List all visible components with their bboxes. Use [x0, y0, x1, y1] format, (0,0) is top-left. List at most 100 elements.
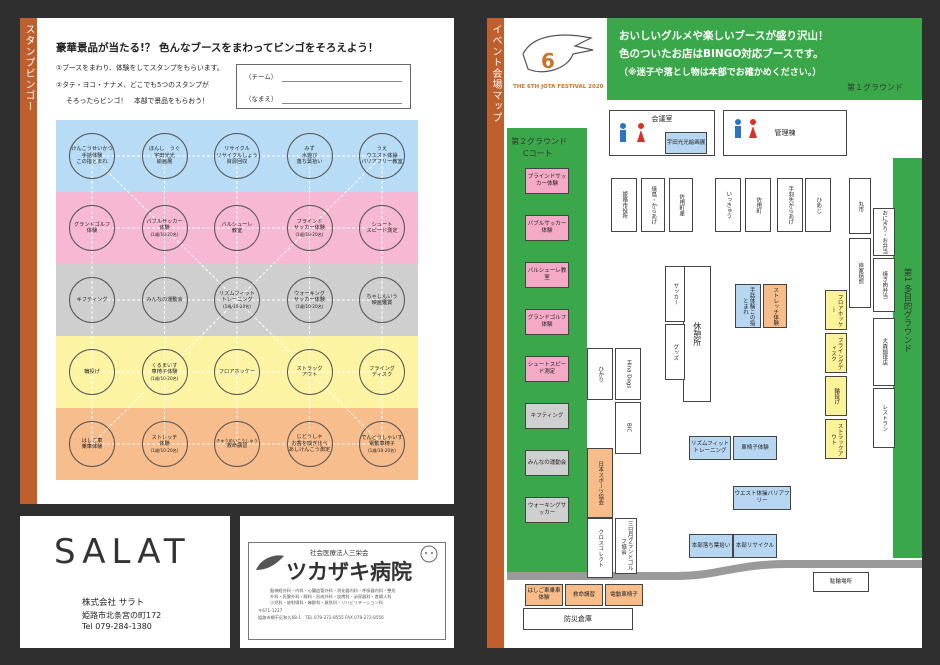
tsukazaki-name: ツカザキ病院: [286, 560, 412, 584]
bingo-cell[interactable]: ウォーキングサッカー体験(1歳/10-20名): [286, 277, 333, 323]
bingo-cell[interactable]: はしご車乗車体験: [69, 421, 115, 467]
bingo-side-label: スタンプビンゴー: [23, 24, 34, 112]
bingo-cell[interactable]: ブラインドサッカー体験(1歳/10-20名): [286, 205, 333, 251]
map-booth[interactable]: ひかり: [587, 348, 613, 400]
map-booth[interactable]: 手話体験この指とまれ: [735, 284, 761, 328]
bingo-cell[interactable]: みんなの運動会: [141, 277, 188, 323]
bingo-cell[interactable]: じどうしゃお香を嗅ぎ比べあしけんこう測定: [286, 421, 333, 467]
map-booth[interactable]: ウエスト体操バリアフリー: [733, 486, 791, 510]
bingo-cell[interactable]: リズムフィットトレーニング(1歳/10-20名): [214, 277, 260, 323]
team-name-box[interactable]: （チーム） （なまえ）: [236, 64, 411, 109]
map-booth[interactable]: ひめじ: [805, 178, 831, 232]
tsukazaki-zip: 〒671-1227: [258, 608, 283, 613]
bingo-cell-text: トレーニング: [221, 297, 253, 304]
rest-area: 休憩所: [683, 266, 711, 402]
map-booth[interactable]: フライングディスク: [825, 333, 847, 373]
restroom-icon: [620, 123, 645, 142]
bingo-cell[interactable]: でんどうしゃいす電動車椅子(1歳/10-20名): [359, 421, 405, 467]
map-booth[interactable]: フロアホッケー: [825, 290, 847, 330]
bingo-cell[interactable]: バルシューレ教室: [214, 205, 260, 251]
bingo-cell[interactable]: フロアホッケー: [214, 349, 260, 395]
salat-address: 姫路市北条宮の町172: [82, 611, 162, 620]
bingo-cell-text: ちゃしんいう: [366, 293, 398, 300]
bingo-cell-text: バルシューレ: [221, 221, 253, 228]
map-booth[interactable]: 手羽先からあげ: [777, 178, 803, 232]
bingo-cell-text: 体験: [159, 441, 170, 448]
map-booth[interactable]: ストレッチ体験: [763, 284, 787, 328]
map-booth[interactable]: リズムフィットトレーニング: [689, 436, 731, 460]
meeting-room-label: 会議室: [651, 115, 673, 123]
bingo-cell-text: 体験: [86, 228, 98, 234]
map-booth[interactable]: Hina Dogs: [615, 348, 641, 400]
bingo-cell-text: リサイクルしょう: [216, 152, 258, 159]
map-booth[interactable]: 丸市: [849, 178, 871, 234]
stamp-bingo-sheet: スタンプビンゴー 豪華景品が当たる!？ 色んなブースをまわってビンゴをそろえよう…: [20, 18, 454, 504]
header-line-2: 色のついたお店はBINGO対応ブースです。: [619, 48, 824, 60]
map-booth[interactable]: 佐用町産: [669, 178, 693, 232]
bingo-cell[interactable]: ちゃしんいう映画鑑賞: [359, 277, 405, 323]
bingo-cell[interactable]: ほんし うぐ宇田光光絵画展: [141, 133, 188, 179]
map-booth[interactable]: 宇田光光絵画展: [665, 132, 707, 154]
bingo-cell[interactable]: ストラックアウト: [286, 349, 333, 395]
bingo-cell-text: ウエスト体操: [366, 152, 398, 159]
map-booth[interactable]: レストラン: [873, 388, 895, 448]
map-booth[interactable]: ストラックアウト: [825, 419, 847, 459]
bingo-instruction-1: ①ブースをまわり、体験をしてスタンプをもらいます。: [56, 64, 224, 72]
map-booth[interactable]: 電動車椅子: [605, 584, 643, 606]
map-booth[interactable]: おにぎり・お弁当: [873, 208, 895, 256]
bingo-cell[interactable]: ストレッチ体験(1歳/10-20名): [141, 421, 188, 467]
map-booth[interactable]: みんなの運動会: [525, 450, 569, 476]
bingo-cell[interactable]: うえウエスト体操バリアフリー教室: [359, 133, 405, 179]
map-booth[interactable]: ブラインドサッカー体験: [525, 168, 569, 194]
map-booth[interactable]: シュートスピード測定: [525, 356, 569, 382]
bingo-cell[interactable]: 輪投げ: [69, 349, 115, 395]
bingo-cell-text: 水遊び: [301, 152, 318, 159]
map-booth[interactable]: ウォーキングサッカー: [525, 497, 569, 523]
tsukazaki-advert: 社会医療法人三栄会 ツカザキ病院 脳神経外科・内科・心臓血管外科・消化器内科・呼…: [240, 516, 454, 648]
map-booth[interactable]: はしご車乗車体験: [525, 584, 563, 606]
bingo-cell-text: サッカー体験: [293, 225, 326, 232]
bingo-cell[interactable]: みず水遊び落ち葉拾い: [286, 133, 333, 179]
bingo-cell[interactable]: フライングディスク: [359, 349, 405, 395]
map-booth[interactable]: 自家焙煎: [849, 238, 871, 308]
map-booth[interactable]: 焼鳥・からあげ: [641, 178, 665, 232]
map-booth[interactable]: 大森珈琲店: [873, 318, 895, 386]
bingo-cell-text: アウト: [301, 372, 318, 378]
map-booth[interactable]: 三日月グランドゴルフ協会: [615, 518, 637, 574]
bingo-cell[interactable]: くるまいす車椅子体験(1歳/10-20名): [141, 349, 188, 395]
map-booth[interactable]: グッズ: [665, 324, 685, 380]
map-booth[interactable]: グランドゴルフ体験: [525, 309, 569, 335]
map-booth[interactable]: クロスコレクト: [587, 518, 613, 578]
map-booth[interactable]: 本部リサイクル: [733, 534, 777, 558]
bingo-cell[interactable]: バブルサッカー体験(1歳/10-20名): [141, 205, 188, 251]
map-booth[interactable]: 日本スポーツ協会: [587, 448, 613, 518]
bingo-cell-text: 輪投げ: [84, 368, 100, 375]
map-booth[interactable]: キフティング: [525, 403, 569, 429]
map-booth[interactable]: バルシューレ教室: [525, 262, 569, 288]
bingo-cell[interactable]: リサイクルリサイクルしょう資源回収: [214, 133, 260, 179]
map-booth[interactable]: 姫路市役所: [611, 178, 637, 232]
bingo-cell-text: (1歳/10-20名): [150, 231, 179, 237]
bingo-cell[interactable]: シュートスピード測定: [359, 205, 405, 251]
map-booth[interactable]: 佐用町: [745, 178, 771, 232]
bingo-cell-text: 車椅子体験: [151, 369, 178, 376]
bingo-cell[interactable]: けんこうせいかつ手話体験この指とまれ: [69, 133, 115, 179]
map-booth[interactable]: 本部落ち葉拾い: [689, 534, 733, 558]
map-booth[interactable]: BIC: [615, 402, 641, 454]
map-booth[interactable]: サッカー: [665, 266, 685, 322]
bingo-cell-text: フライング: [369, 365, 395, 372]
bingo-cell[interactable]: きゅうめいこうしゅう救命講習: [214, 421, 260, 467]
map-booth[interactable]: バブルサッカー体験: [525, 215, 569, 241]
bingo-cell[interactable]: グランドゴルフ体験: [69, 205, 115, 251]
map-booth[interactable]: 車椅子体験: [733, 436, 777, 460]
tsukazaki-org: 社会医療法人三栄会: [310, 549, 369, 557]
map-booth[interactable]: 救命講習: [565, 584, 603, 606]
bingo-cell-text: 教室: [231, 228, 243, 234]
map-booth[interactable]: いっきゅう: [715, 178, 741, 232]
bingo-cell-text: 落ち葉拾い: [296, 159, 323, 166]
map-booth[interactable]: 輪投げ: [825, 376, 847, 416]
map-booth[interactable]: 焼き肉弁当: [873, 258, 895, 312]
bingo-cell-text: 体験: [159, 225, 170, 232]
bingo-cell[interactable]: キフティング: [69, 277, 115, 323]
bingo-side-bar: スタンプビンゴー: [20, 18, 37, 504]
